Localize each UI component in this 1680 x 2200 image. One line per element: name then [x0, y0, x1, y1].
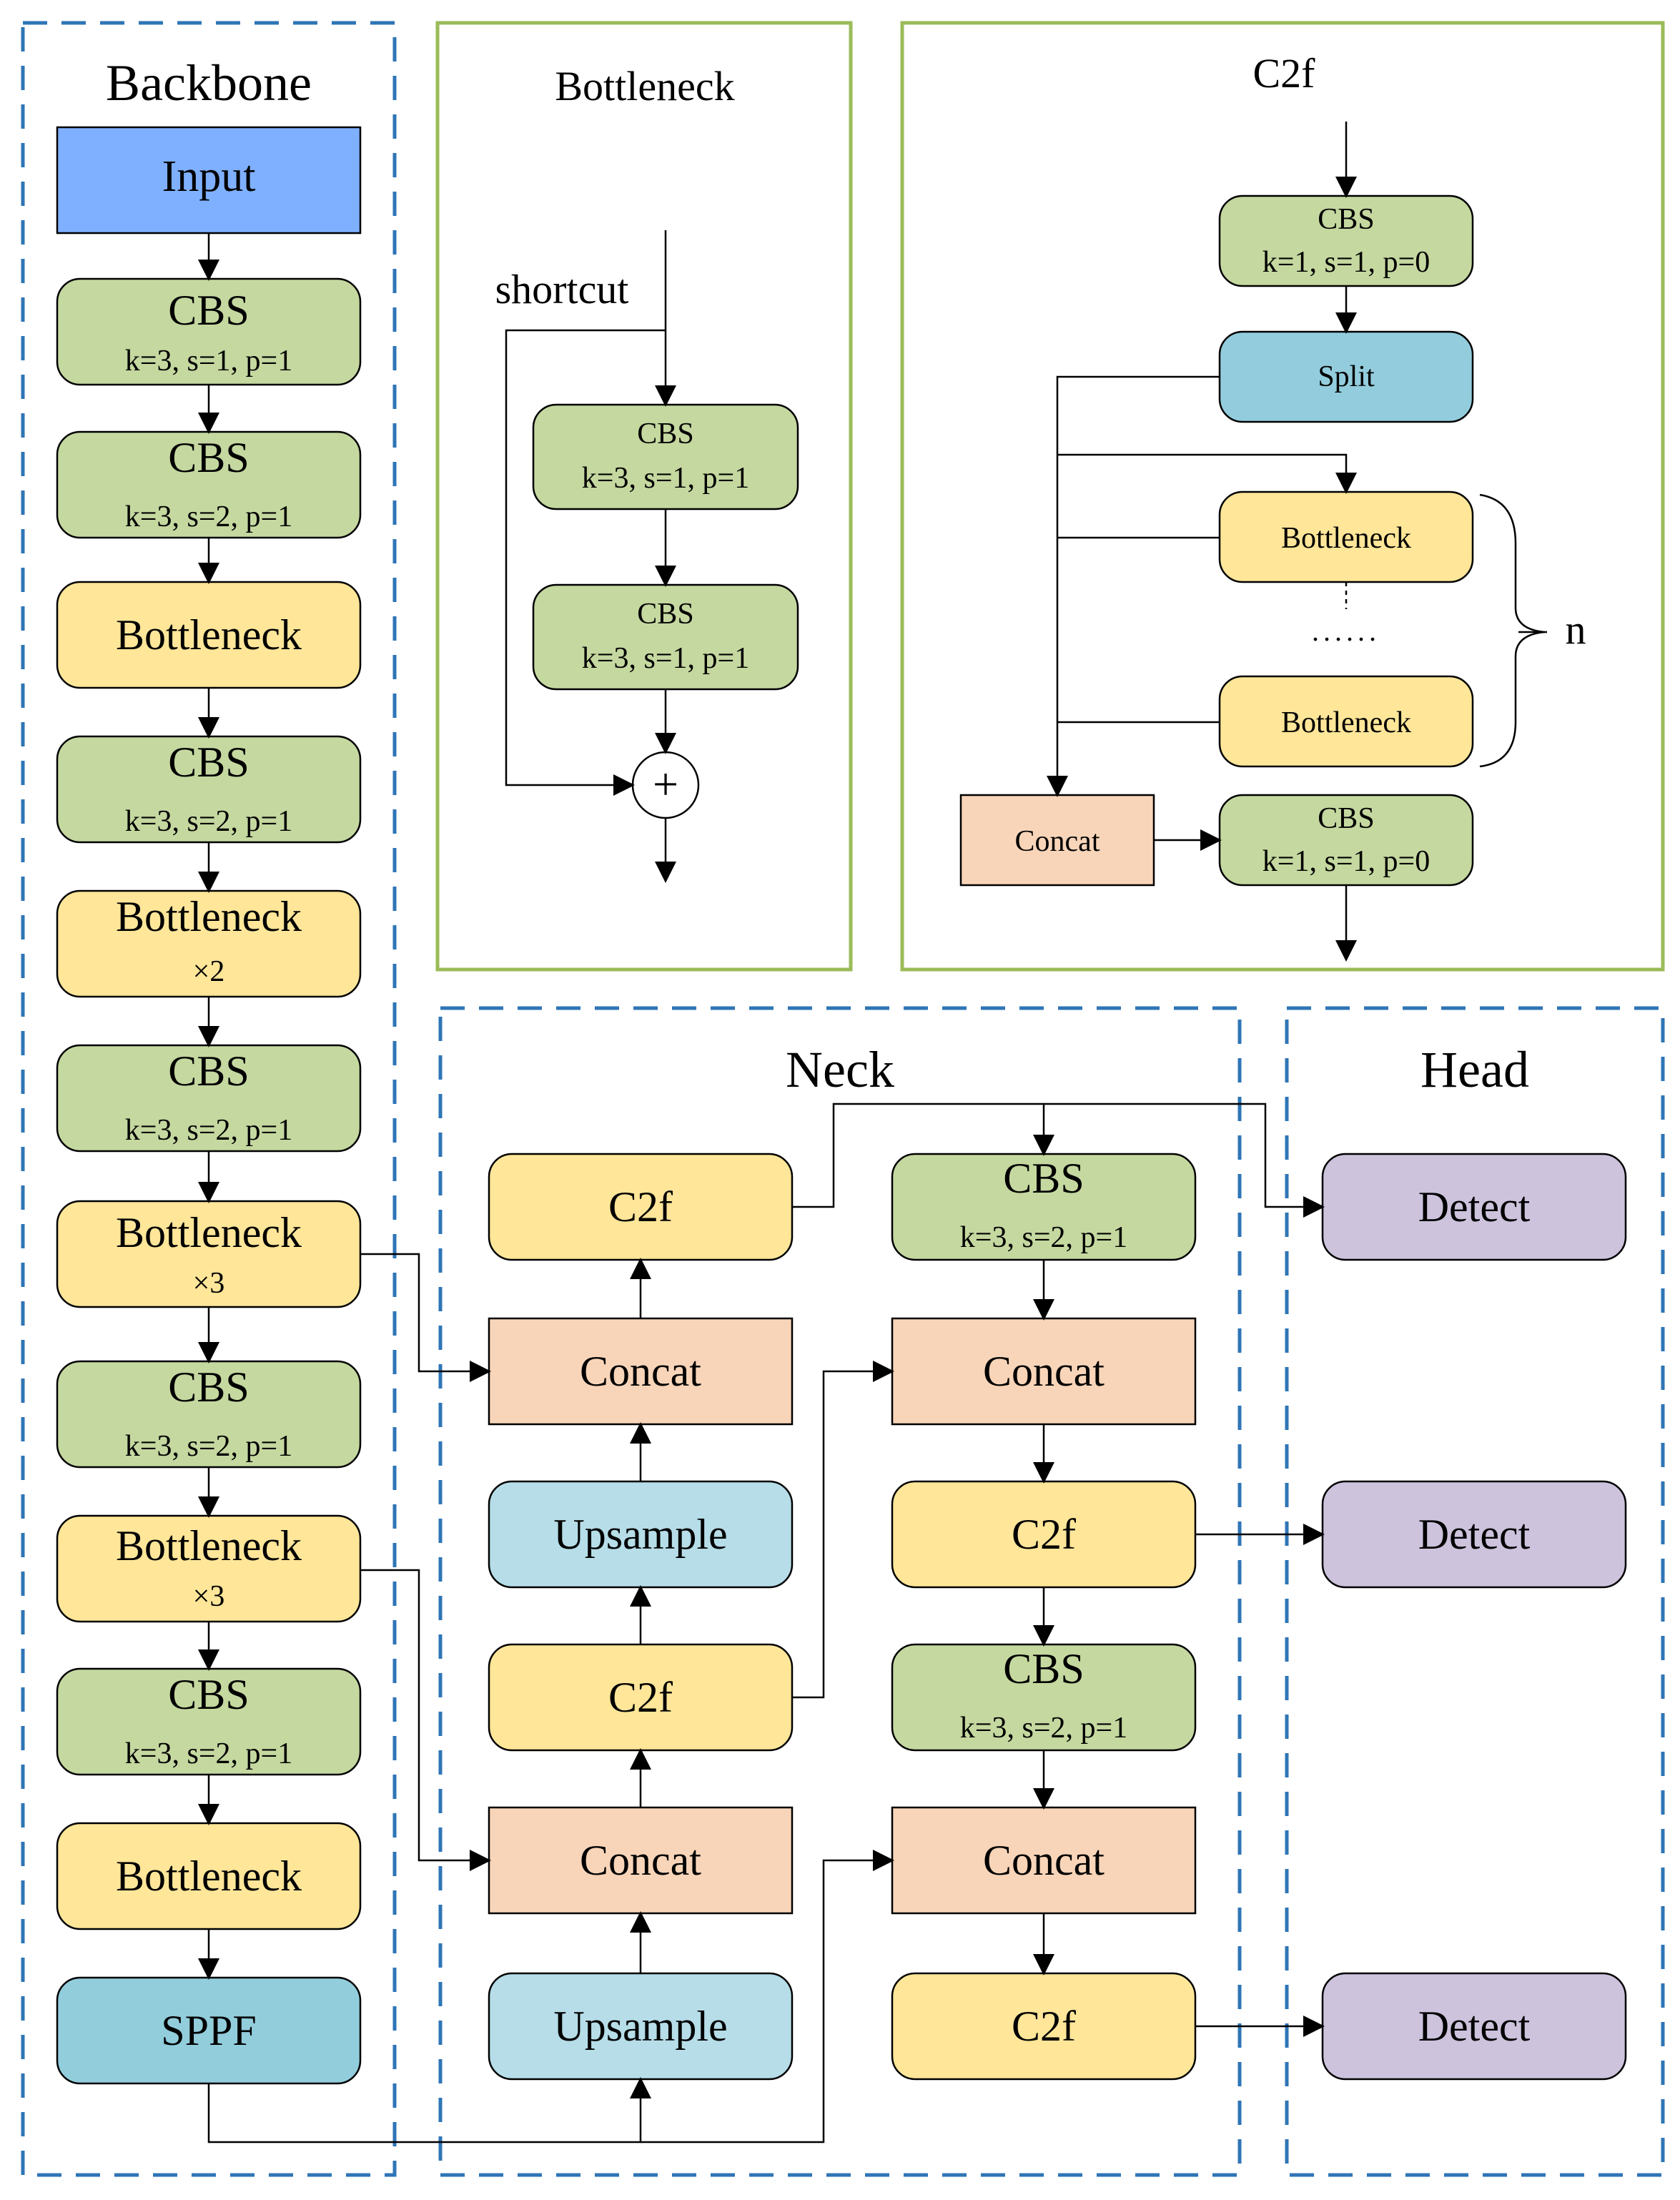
backbone-bottleneck-3-title: Bottleneck [116, 1209, 302, 1256]
backbone-bottleneck-1-label: Bottleneck [116, 611, 302, 658]
c2f-detail-title: C2f [1253, 50, 1316, 97]
n-brace [1479, 493, 1545, 768]
add-symbol: + [653, 759, 678, 809]
neck-left-c2f-top-label: C2f [608, 1183, 673, 1230]
n-label: n [1566, 606, 1586, 653]
bottleneck-detail-title: Bottleneck [555, 63, 734, 109]
backbone-bottleneck-2-mult: ×2 [193, 955, 225, 988]
neck-right-concat-bottom-label: Concat [983, 1837, 1105, 1884]
head-title: Head [1420, 1041, 1529, 1098]
input-label: Input [162, 152, 256, 201]
neck-right-cbs-top-params: k=3, s=2, p=1 [960, 1221, 1127, 1254]
c2f-detail-frame [900, 21, 1665, 972]
bottleneck-detail-cbs-1-title: CBS [637, 418, 693, 450]
c2f-detail-connectors [1047, 122, 1357, 962]
neck-left-concat-top-label: Concat [580, 1348, 701, 1395]
neck-right-cbs-bottom-params: k=3, s=2, p=1 [960, 1712, 1127, 1745]
c2f-bottleneck-bottom-label: Bottleneck [1281, 706, 1411, 739]
bottleneck-detail-cbs-1-params: k=3, s=1, p=1 [582, 462, 749, 495]
backbone-bottleneck-5-label: Bottleneck [116, 1853, 302, 1900]
neck-left-upsample-bottom-label: Upsample [553, 2003, 727, 2050]
neck-frame [438, 1006, 1242, 2177]
shortcut-label: shortcut [495, 266, 629, 312]
backbone-bottleneck-2-title: Bottleneck [116, 893, 302, 940]
backbone-cbs-6-title: CBS [168, 1671, 249, 1718]
neck-right-concat-top-label: Concat [983, 1348, 1105, 1395]
c2f-detail-cbs-in-params: k=1, s=1, p=0 [1263, 246, 1430, 279]
backbone-cbs-5-params: k=3, s=2, p=1 [125, 1430, 292, 1463]
input-box [56, 126, 362, 235]
backbone-cbs-4-params: k=3, s=2, p=1 [125, 1114, 292, 1147]
neck-left-upsample-top-label: Upsample [553, 1511, 727, 1558]
detect-label-1: Detect [1418, 1183, 1531, 1230]
bottleneck-detail-connectors [505, 230, 676, 883]
neck-left-concat-bottom [488, 1806, 794, 1915]
split-label: Split [1318, 360, 1375, 393]
backbone-cbs-1-params: k=3, s=1, p=1 [125, 345, 292, 378]
bottleneck-detail-cbs-2-params: k=3, s=1, p=1 [582, 642, 749, 675]
neck-left-c2f-mid-label: C2f [608, 1674, 673, 1721]
detect-label-3: Detect [1418, 2003, 1531, 2050]
backbone-cbs-3-title: CBS [168, 739, 249, 786]
bottleneck-detail-cbs-2-title: CBS [637, 598, 693, 631]
backbone-cbs-3-params: k=3, s=2, p=1 [125, 805, 292, 838]
backbone-bottleneck-4-title: Bottleneck [116, 1522, 302, 1569]
backbone-frame [21, 21, 397, 2177]
c2f-detail-cbs-out-params: k=1, s=1, p=0 [1263, 845, 1430, 878]
backbone-cbs-6-params: k=3, s=2, p=1 [125, 1737, 292, 1770]
sppf-label: SPPF [161, 2007, 256, 2054]
detect-label-2: Detect [1418, 1511, 1531, 1558]
c2f-concat-box [959, 794, 1155, 887]
backbone-cbs-4-title: CBS [168, 1047, 249, 1095]
backbone-bottleneck-4-mult: ×3 [193, 1580, 225, 1613]
c2f-detail-cbs-out-title: CBS [1318, 802, 1374, 835]
c2f-dots: ...... [1312, 615, 1380, 647]
neck-left-concat-bottom-label: Concat [580, 1837, 701, 1884]
backbone-cbs-5-title: CBS [168, 1363, 249, 1411]
backbone-cbs-2-title: CBS [168, 434, 249, 481]
neck-left-concat-top [488, 1317, 794, 1426]
neck-connectors [207, 1103, 1325, 2144]
neck-right-c2f-bottom-label: C2f [1012, 2003, 1076, 2050]
neck-right-cbs-bottom-title: CBS [1003, 1645, 1084, 1692]
backbone-cbs-1-title: CBS [168, 287, 249, 334]
bottleneck-detail-frame [435, 21, 853, 972]
backbone-cbs-2-params: k=3, s=2, p=1 [125, 500, 292, 533]
neck-title: Neck [786, 1041, 894, 1098]
backbone-bottleneck-3-mult: ×3 [193, 1267, 225, 1300]
c2f-concat-label: Concat [1015, 825, 1100, 858]
backbone-title: Backbone [106, 54, 312, 112]
c2f-detail-cbs-in-title: CBS [1318, 203, 1374, 236]
neck-right-concat-bottom [891, 1806, 1197, 1915]
neck-right-concat-top [891, 1317, 1197, 1426]
neck-right-c2f-mid-label: C2f [1012, 1511, 1076, 1558]
neck-right-cbs-top-title: CBS [1003, 1155, 1084, 1202]
c2f-bottleneck-top-label: Bottleneck [1281, 522, 1411, 555]
